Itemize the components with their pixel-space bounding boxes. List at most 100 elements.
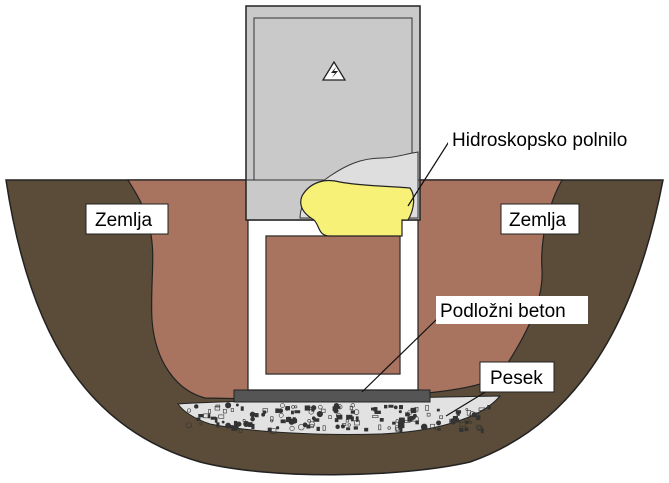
sand-particle: [187, 408, 192, 413]
sand-particle: [407, 409, 413, 415]
sand-particle: [355, 416, 359, 422]
sand-particle: [269, 428, 277, 434]
sand-particle: [420, 423, 428, 431]
sand-particle: [414, 406, 419, 412]
leader-sand: [445, 387, 493, 417]
sand-particle: [405, 412, 410, 417]
sand-particle: [388, 404, 394, 408]
sand-particle: [393, 405, 398, 410]
sand-particle: [242, 418, 246, 422]
sand-particle: [278, 412, 284, 418]
label-base-concrete: Podložni beton: [440, 301, 566, 322]
sand-particle: [199, 422, 203, 426]
sand-particle: [342, 423, 347, 426]
sand-particle: [316, 410, 323, 418]
base-concrete-slab: [233, 389, 431, 403]
sand-particle: [270, 416, 274, 422]
hydroscopic-filler: [300, 179, 415, 237]
sand-particle: [353, 426, 358, 430]
sand-particle: [251, 423, 255, 430]
label-sand: Pesek: [490, 368, 543, 389]
label-soil-right: Zemlja: [509, 210, 566, 231]
sand-particle: [374, 410, 381, 414]
sand-particle: [309, 421, 315, 428]
sand-particle: [294, 410, 301, 414]
sand-particle: [278, 408, 284, 414]
sand-particle: [291, 410, 294, 415]
sand-particle: [346, 427, 351, 431]
sand-particle: [311, 405, 317, 411]
sand-particle: [185, 422, 192, 429]
sand-particle: [304, 405, 311, 411]
sand-particle: [455, 410, 462, 414]
sand-particle: [459, 422, 466, 427]
sand-particle: [350, 403, 356, 408]
sand-particle: [308, 424, 314, 428]
foundation-inner-soil: [265, 235, 401, 375]
sand-particle: [469, 421, 473, 424]
sand-particle: [328, 415, 332, 419]
sand-particle: [316, 426, 320, 431]
sand-particle: [475, 415, 481, 421]
sand-particle: [216, 422, 220, 428]
sand-particle: [313, 418, 320, 422]
sand-particle: [475, 424, 482, 431]
sand-particle: [392, 421, 396, 425]
sand-particle: [235, 403, 239, 407]
sand-particle: [207, 414, 211, 419]
sand-particle: [215, 404, 221, 408]
sand-particle: [347, 423, 351, 427]
sand-particle: [322, 425, 326, 431]
high-voltage-warning-icon: [321, 60, 347, 81]
sand-particle: [336, 414, 343, 420]
sand-particle: [208, 409, 211, 414]
sand-particle: [415, 420, 419, 425]
sand-particle: [333, 408, 339, 414]
sand-particle: [439, 415, 443, 419]
label-box-base-concrete: [436, 296, 588, 324]
sand-particle: [345, 419, 349, 423]
label-box-soil-left: [85, 203, 169, 235]
sand-particle: [292, 417, 296, 423]
sand-particle: [222, 409, 227, 414]
sand-particle: [194, 404, 199, 409]
sand-particle: [262, 408, 268, 413]
sand-particle: [289, 425, 295, 431]
sand-particle: [436, 420, 442, 426]
leader-base-concrete: [361, 317, 439, 393]
sand-particle: [276, 426, 280, 430]
sand-particles: [185, 402, 491, 434]
label-box-sand: [479, 361, 555, 393]
sand-particle: [384, 404, 388, 409]
sand-particle: [387, 426, 391, 430]
sand-particle: [275, 408, 280, 413]
sand-particle: [280, 403, 285, 408]
sand-particle: [231, 428, 238, 431]
cabinet-door: [253, 17, 413, 181]
label-filler: Hidroskopsko polnilo: [452, 130, 627, 151]
sand-particle: [254, 413, 259, 418]
sand-particle: [230, 408, 234, 412]
sand-particle: [249, 411, 256, 418]
sand-particle: [398, 410, 402, 414]
sand-particle: [480, 428, 484, 434]
label-soil-left: Zemlja: [95, 210, 152, 231]
sand-particle: [478, 407, 486, 411]
sand-particle: [426, 412, 431, 417]
sand-particle: [373, 408, 377, 412]
sand-particle: [285, 406, 290, 411]
label-box-soil-right: [500, 203, 580, 235]
sand-particle: [455, 418, 460, 423]
sand-particle: [466, 410, 472, 416]
sand-particle: [459, 427, 464, 433]
sand-particle: [198, 414, 204, 418]
sand-particle: [286, 416, 292, 423]
sand-particle: [294, 405, 298, 409]
sand-particle: [354, 420, 360, 426]
sand-particle: [436, 408, 440, 412]
sand-particle: [214, 417, 218, 423]
leader-filler: [407, 139, 451, 207]
sand-particle: [410, 407, 417, 414]
sand-particle: [399, 405, 403, 410]
sand-particle: [465, 408, 469, 411]
